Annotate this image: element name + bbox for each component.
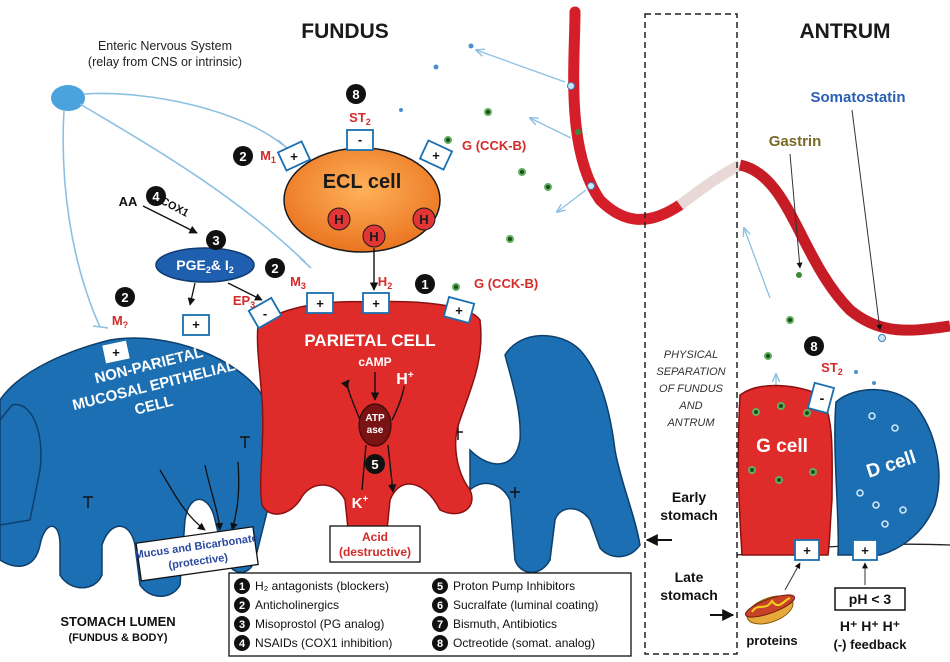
legend-item-text: Bismuth, Antibiotics	[453, 617, 557, 631]
ecl-st2-label: ST2	[349, 110, 371, 127]
late-stomach-2: stomach	[660, 587, 718, 603]
hplus-triplet: H⁺ H⁺ H⁺	[840, 618, 900, 634]
svg-text:H: H	[369, 229, 378, 244]
somatostatin-label: Somatostatin	[810, 89, 905, 106]
legend-number: 6	[437, 600, 443, 612]
svg-text:+: +	[192, 317, 200, 332]
svg-text:+: +	[432, 148, 440, 163]
aa-label: AA	[119, 194, 138, 209]
atpase-label-2: ase	[367, 425, 384, 436]
svg-text:Acid: Acid	[362, 530, 388, 544]
parietal-m3-label: M3	[290, 274, 306, 291]
svg-text:AND: AND	[678, 400, 702, 412]
ph-box: pH < 3	[835, 588, 905, 610]
legend-number: 5	[437, 581, 443, 593]
atpase-label-1: ATP	[365, 413, 385, 424]
proteins-label: proteins	[746, 633, 797, 648]
svg-text:+: +	[372, 296, 380, 311]
svg-text:3: 3	[212, 233, 219, 248]
svg-text:+: +	[861, 543, 869, 558]
camp-label: cAMP	[358, 355, 391, 369]
ecl-cell	[284, 148, 440, 252]
legend-number: 3	[239, 619, 245, 631]
legend-item-text: Sucralfate (luminal coating)	[453, 598, 598, 612]
pge-label: PGE2& I2	[176, 257, 234, 275]
proteins-arrow	[785, 563, 800, 590]
legend-item-text: Misoprostol (PG analog)	[255, 617, 384, 631]
legend-item-text: Proton Pump Inhibitors	[453, 579, 575, 593]
parietal-cell-label: PARIETAL CELL	[304, 331, 435, 350]
svg-text:OF FUNDUS: OF FUNDUS	[659, 383, 724, 395]
drug-legend: 1 H₂ antagonists (blockers) 2 Anticholinerg…	[229, 573, 631, 656]
svg-text:+: +	[803, 543, 811, 558]
gcell-st2-label: ST2	[821, 360, 843, 377]
svg-text:+: +	[112, 345, 120, 360]
svg-text:ANTRUM: ANTRUM	[666, 417, 715, 429]
pge-arrow-left	[190, 283, 195, 305]
svg-text:PHYSICAL: PHYSICAL	[664, 349, 718, 361]
svg-text:SEPARATION: SEPARATION	[656, 366, 725, 378]
lumen-label-2: (FUNDUS & BODY)	[69, 632, 168, 644]
early-stomach-1: Early	[672, 489, 706, 505]
somatostatin-arrow	[852, 110, 880, 330]
late-stomach-1: Late	[675, 569, 704, 585]
ecl-gcckb-label: G (CCK-B)	[462, 138, 526, 153]
legend-item-text: H₂ antagonists (blockers)	[255, 579, 389, 593]
ecl-cell-label: ECL cell	[323, 171, 402, 193]
ens-label-2: (relay from CNS or intrinsic)	[88, 55, 242, 69]
g-cell-label: G cell	[756, 436, 808, 457]
svg-text:pH < 3: pH < 3	[849, 591, 892, 607]
separation-box	[645, 14, 737, 654]
early-stomach-2: stomach	[660, 507, 718, 523]
nonparietal-m-label: M?	[112, 313, 128, 330]
legend-number: 1	[239, 581, 245, 593]
legend-number: 8	[437, 638, 443, 650]
legend-item-text: NSAIDs (COX1 inhibition)	[255, 636, 392, 650]
svg-text:+: +	[455, 303, 463, 318]
svg-text:2: 2	[271, 261, 278, 276]
svg-text:8: 8	[352, 87, 359, 102]
svg-text:8: 8	[810, 339, 817, 354]
fundus-header: FUNDUS	[301, 20, 389, 43]
ecl-m1-label: M1	[260, 148, 276, 165]
svg-text:-: -	[358, 132, 362, 147]
acid-box: Acid (destructive)	[330, 526, 420, 562]
ens-neuron	[51, 85, 85, 111]
antrum-basal-receptors: + +	[795, 540, 877, 560]
lumen-label-1: STOMACH LUMEN	[60, 614, 175, 629]
svg-text:5: 5	[371, 457, 378, 472]
gcell-st2-sign: -	[820, 390, 825, 406]
parietal-h2-label: H2	[378, 274, 392, 291]
hotdog-icon	[743, 591, 797, 630]
legend-item-text: Anticholinergics	[255, 598, 339, 612]
svg-text:H: H	[419, 212, 428, 227]
legend-item-text: Octreotide (somat. analog)	[453, 636, 595, 650]
parietal-gcckb-label: G (CCK-B)	[474, 276, 538, 291]
svg-text:2: 2	[121, 290, 128, 305]
svg-text:-: -	[263, 306, 267, 321]
svg-text:1: 1	[421, 277, 428, 292]
svg-text:+: +	[290, 149, 298, 164]
blood-vessel	[568, 12, 950, 342]
gastrin-label: Gastrin	[769, 133, 822, 150]
svg-text:2: 2	[239, 149, 246, 164]
antrum-header: ANTRUM	[800, 20, 891, 43]
svg-text:+: +	[316, 296, 324, 311]
svg-text:H: H	[334, 212, 343, 227]
separation-text: PHYSICAL SEPARATION OF FUNDUS AND ANTRUM	[656, 349, 725, 429]
negative-feedback-label: (-) feedback	[834, 637, 908, 652]
legend-number: 2	[239, 600, 245, 612]
legend-number: 4	[239, 638, 246, 650]
ens-label-1: Enteric Nervous System	[98, 39, 232, 53]
svg-text:(destructive): (destructive)	[339, 545, 411, 559]
legend-number: 7	[437, 619, 443, 631]
svg-text:4: 4	[152, 189, 160, 204]
